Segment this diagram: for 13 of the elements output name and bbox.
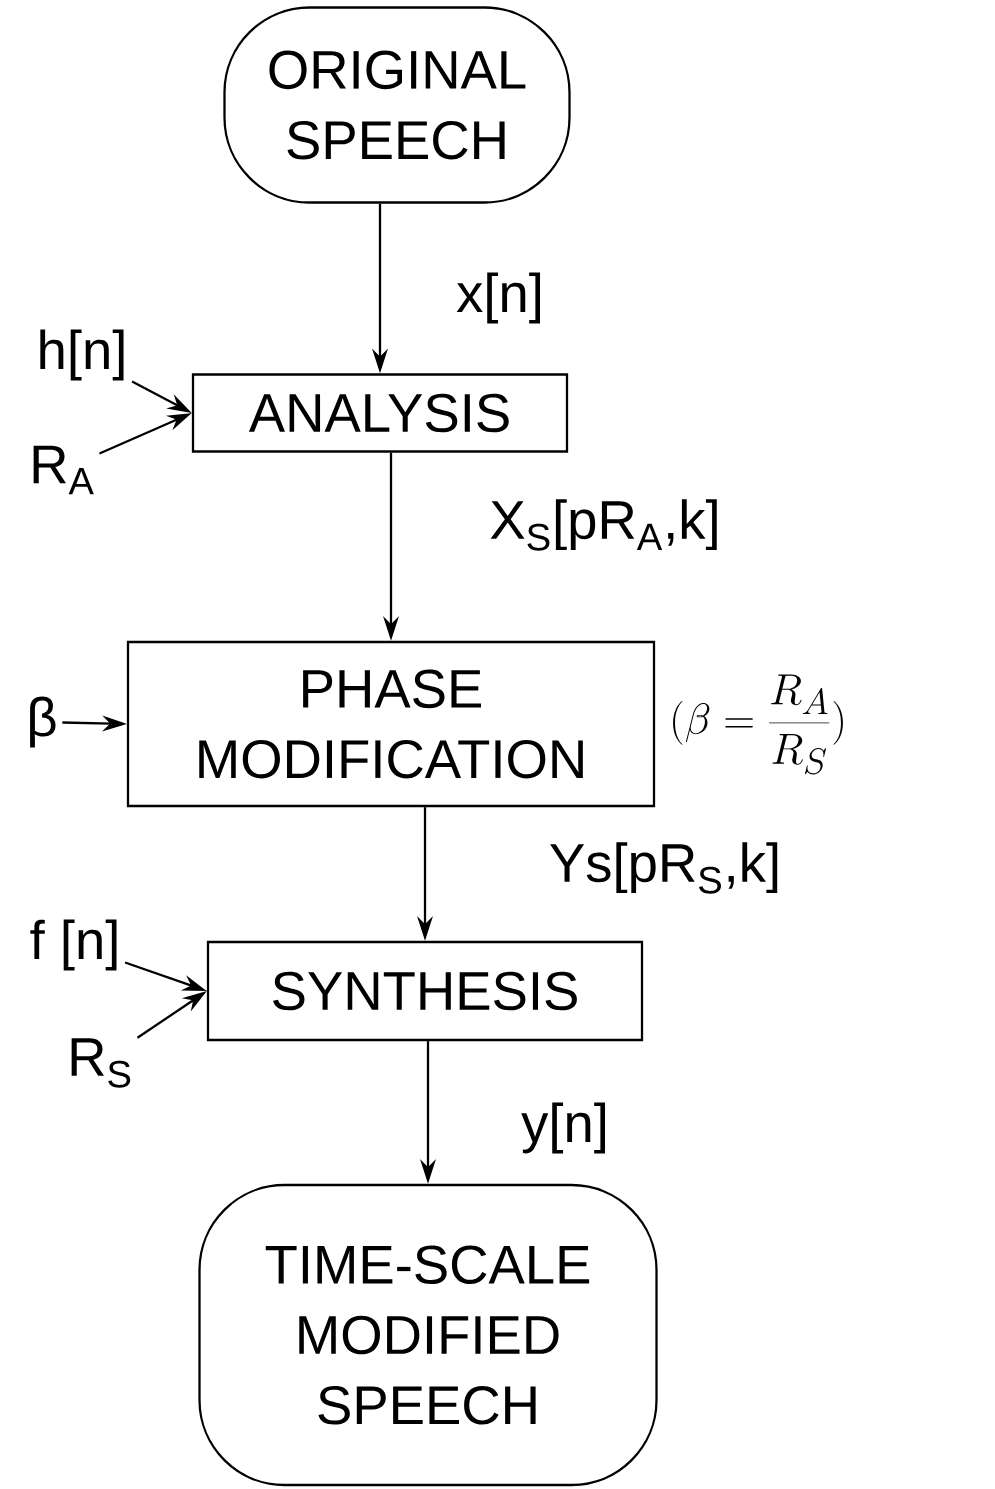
input-label: β [30, 696, 56, 748]
edge-label: X$_{S}$[pR$_{A}$,k] [485, 495, 725, 555]
process-box: SYNTHESIS [206, 940, 644, 1042]
edge-label: x[n] [452, 269, 548, 327]
edge-label: Ys[pR$_{S}$,k] [545, 838, 785, 898]
input-label: R$_{A}$ [33, 445, 94, 495]
ratio-formula: $(\beta = \frac{R_A}{R_S})$ [673, 674, 843, 775]
input-label: R$_{S}$ [71, 1038, 131, 1088]
process-box: ANALYSIS [191, 373, 569, 453]
edge-label: y[n] [517, 1099, 613, 1157]
input-label: h[n] [40, 329, 124, 381]
input-label: f [n] [30, 919, 117, 971]
process-box: PHASE MODIFICATION [126, 640, 656, 808]
